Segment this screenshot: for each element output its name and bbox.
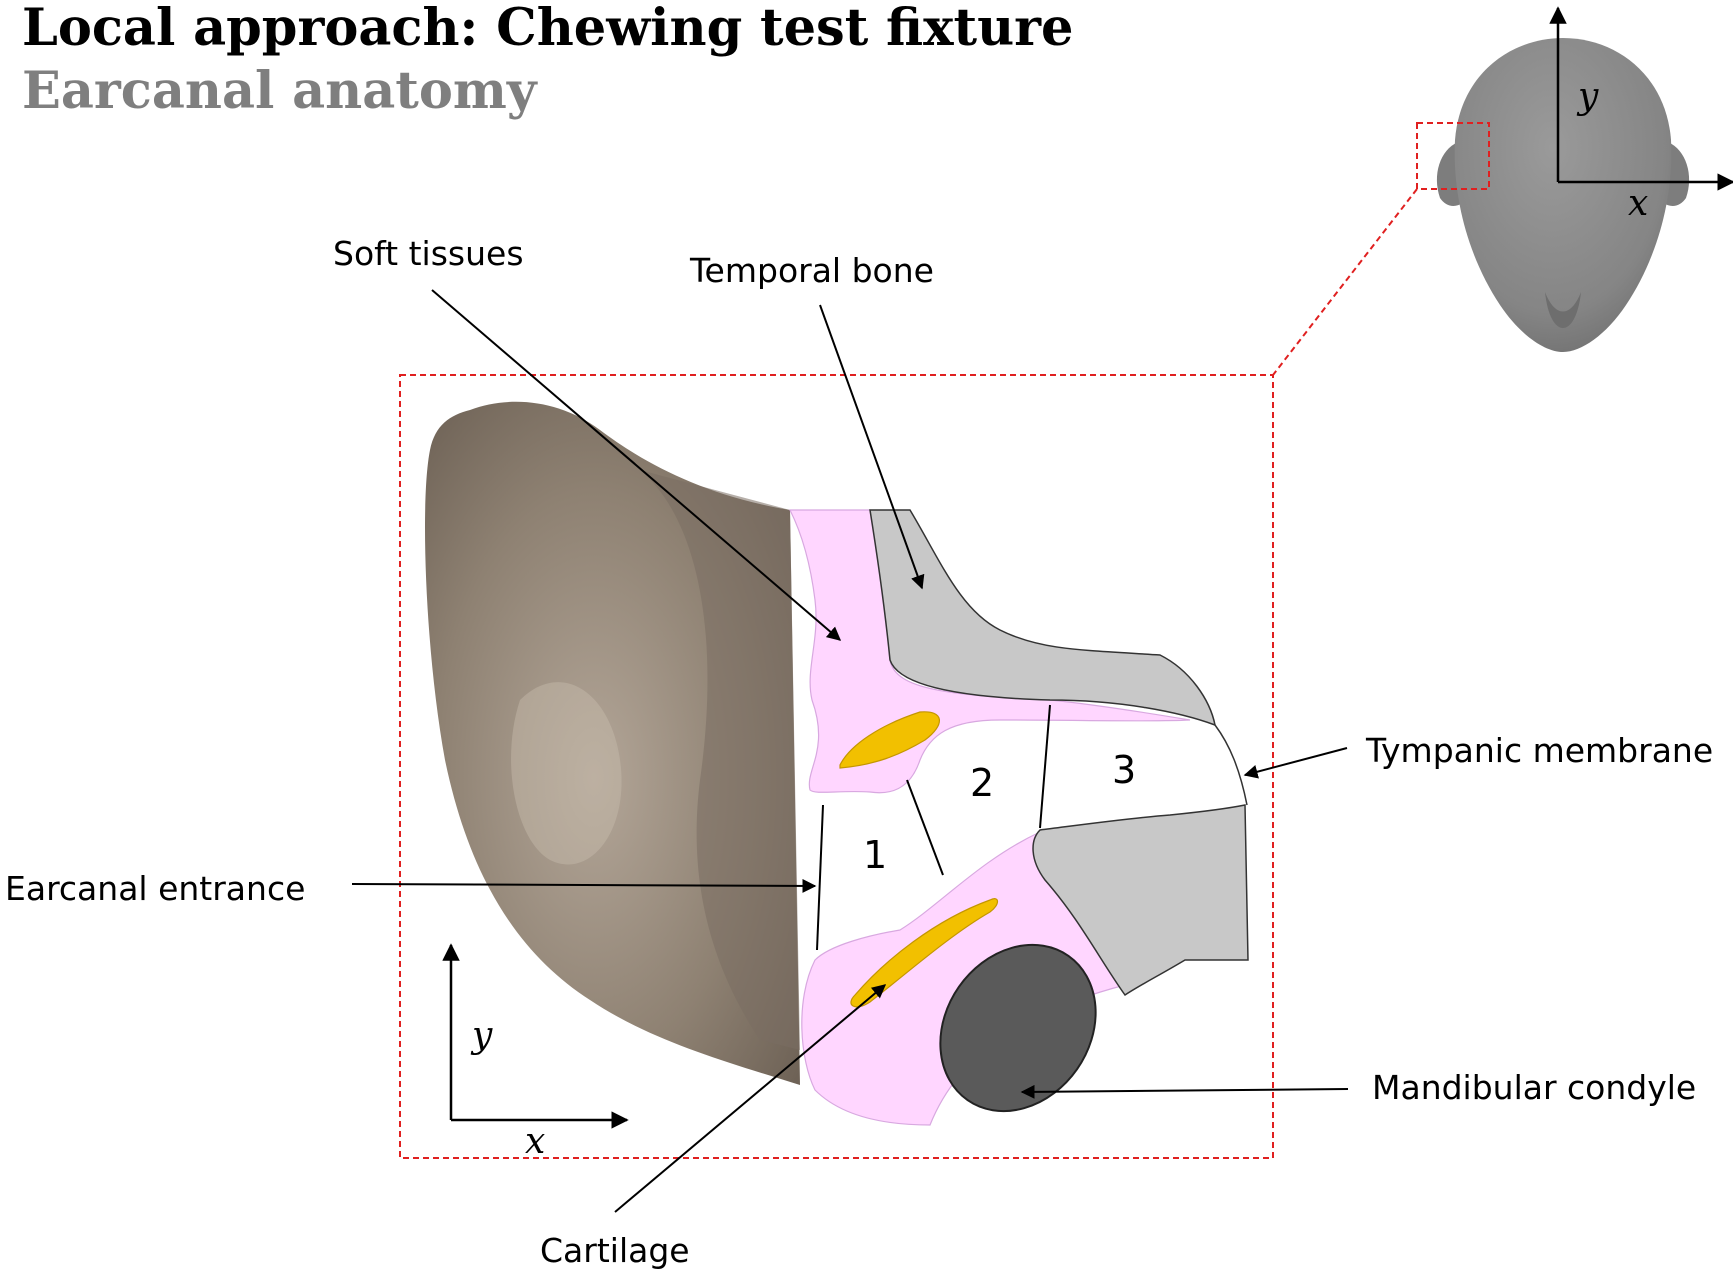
temporal-bone-label: Temporal bone bbox=[689, 251, 934, 290]
mandibular-condyle-label: Mandibular condyle bbox=[1372, 1068, 1696, 1107]
region-1-label: 1 bbox=[863, 833, 887, 877]
tympanic-membrane bbox=[1215, 725, 1247, 805]
region-3-label: 3 bbox=[1112, 748, 1136, 792]
tympanic-membrane-label: Tympanic membrane bbox=[1365, 731, 1713, 770]
earcanal-entrance-label: Earcanal entrance bbox=[5, 869, 305, 908]
mandibular-condyle-arrow bbox=[1022, 1089, 1348, 1092]
page-title: Local approach: Chewing test fixture bbox=[22, 0, 1073, 58]
zoom-connector bbox=[1273, 189, 1417, 375]
tympanic-membrane-arrow bbox=[1245, 748, 1347, 775]
inset-y-label: y bbox=[1576, 76, 1599, 117]
entrance-line bbox=[817, 805, 823, 950]
boundary-2-3 bbox=[1040, 705, 1050, 828]
inset-x-label: x bbox=[1628, 183, 1648, 224]
soft-tissues-label: Soft tissues bbox=[333, 234, 524, 273]
cartilage-label: Cartilage bbox=[540, 1231, 690, 1269]
main-x-label: x bbox=[525, 1121, 545, 1162]
head-inset: y x bbox=[1437, 8, 1733, 352]
page-subtitle: Earcanal anatomy bbox=[22, 61, 538, 121]
region-2-label: 2 bbox=[970, 761, 994, 805]
boundary-1-2 bbox=[907, 780, 943, 875]
main-y-label: y bbox=[470, 1015, 493, 1056]
